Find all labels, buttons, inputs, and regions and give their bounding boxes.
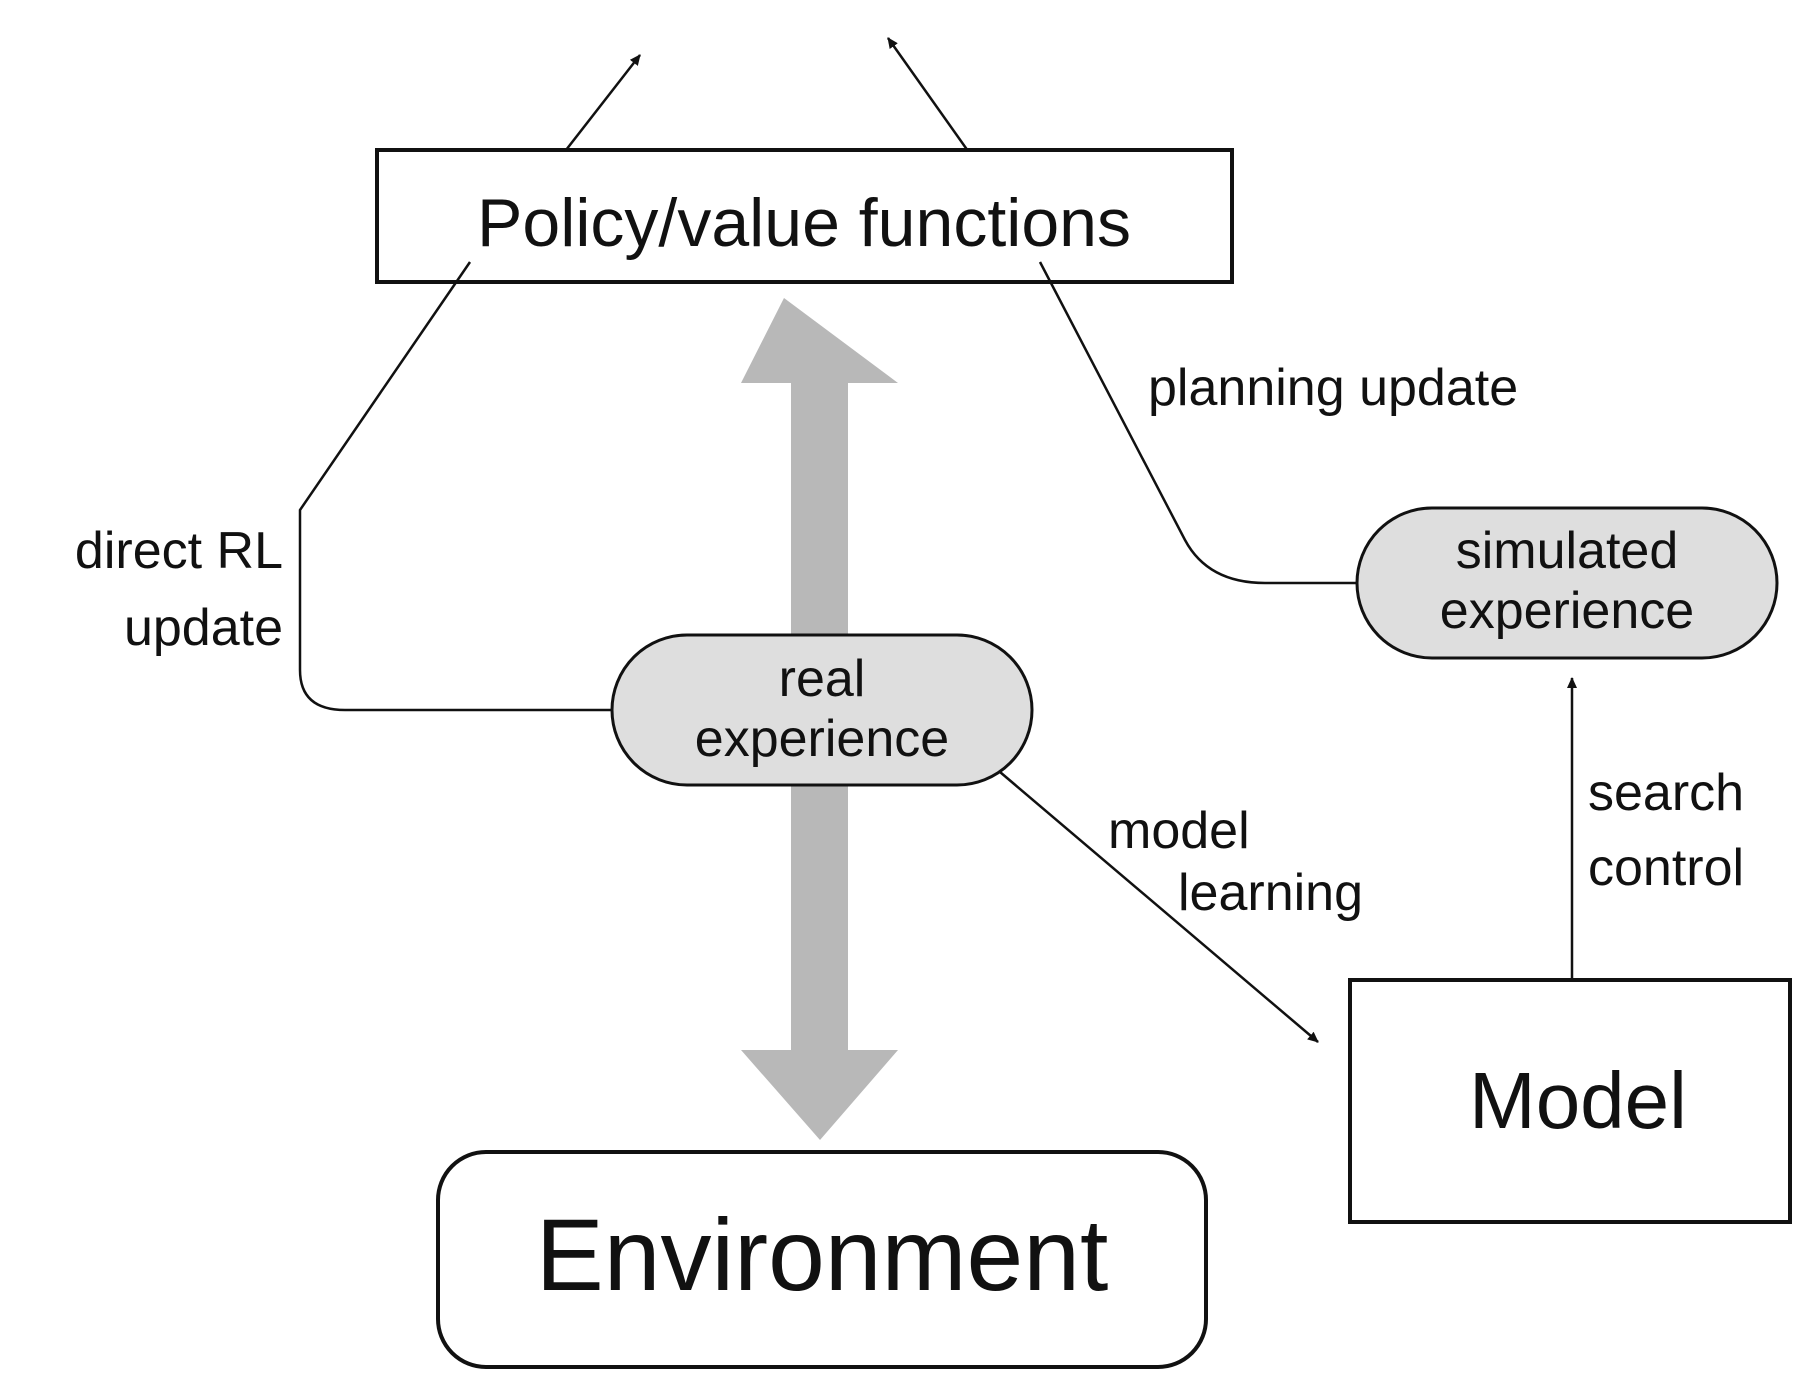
planning-update-label: planning update bbox=[1148, 359, 1518, 417]
search-control-label-line2: control bbox=[1588, 839, 1744, 897]
real-experience-line1: real bbox=[779, 650, 866, 708]
model-learning-label-line2: learning bbox=[1178, 864, 1363, 922]
planning-path bbox=[1038, 261, 1357, 585]
model-learning-arrow bbox=[999, 771, 1319, 1043]
direct-rl-path bbox=[298, 261, 612, 712]
policy-value-box: Policy/value functions bbox=[375, 148, 1234, 284]
direct-rl-label-line1: direct RL bbox=[75, 522, 283, 580]
model-box: Model bbox=[1348, 978, 1792, 1224]
model-learning-label-line1: model bbox=[1108, 802, 1250, 860]
search-control-label-line1: search bbox=[1588, 764, 1744, 822]
environment-label: Environment bbox=[536, 1198, 1109, 1312]
direct-rl-label-line2: update bbox=[124, 599, 283, 657]
simulated-experience-node: simulated experience bbox=[1355, 506, 1779, 660]
environment-box: Environment bbox=[436, 1150, 1208, 1369]
policy-value-label: Policy/value functions bbox=[477, 185, 1131, 261]
simulated-experience-line1: simulated bbox=[1456, 522, 1679, 580]
real-experience-line2: experience bbox=[695, 710, 949, 768]
real-experience-node: real experience bbox=[610, 633, 1034, 787]
model-label: Model bbox=[1469, 1056, 1687, 1145]
simulated-experience-line2: experience bbox=[1440, 582, 1694, 640]
